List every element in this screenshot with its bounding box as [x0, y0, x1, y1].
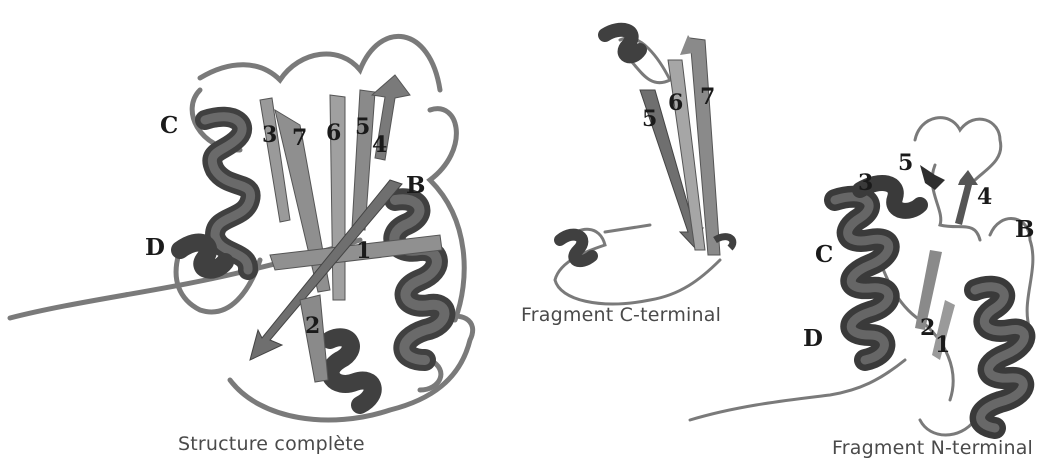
full-label-strand-5: 5: [355, 114, 370, 140]
c-terminal-panel: 5 6 7: [555, 30, 733, 304]
c-term-helix-bottom: [560, 235, 592, 262]
full-label-helix-b: B: [406, 172, 425, 199]
c-term-label-strand-6: 6: [668, 90, 683, 116]
n-term-label-strand-5: 5: [898, 150, 913, 176]
full-structure-panel: C D B 3 7 6 5 4 1 2: [10, 36, 473, 420]
full-top-loop: [200, 36, 440, 90]
n-term-label-helix-d: D: [803, 325, 823, 352]
c-term-mid-coil: [605, 225, 650, 232]
c-term-helix-top: [605, 30, 640, 57]
caption-n-terminal: Fragment N-terminal: [832, 437, 1033, 459]
full-label-strand-3: 3: [262, 122, 277, 148]
n-term-label-strand-2: 2: [920, 315, 935, 341]
n-term-label-helix-b: B: [1015, 216, 1034, 243]
full-label-strand-6: 6: [326, 120, 341, 146]
full-label-strand-2: 2: [305, 313, 320, 339]
full-right-loop: [430, 109, 464, 320]
full-label-strand-7: 7: [292, 125, 307, 151]
n-term-label-strand-4: 4: [977, 184, 992, 210]
full-label-helix-d: D: [145, 234, 165, 261]
n-term-label-strand-3: 3: [858, 170, 873, 196]
caption-full-structure: Structure complète: [178, 433, 365, 455]
c-term-label-strand-7: 7: [700, 84, 715, 110]
n-term-center-loop: [932, 165, 980, 240]
full-label-strand-1: 1: [356, 238, 371, 264]
n-term-strand-4: [955, 170, 978, 225]
caption-c-terminal: Fragment C-terminal: [521, 304, 721, 326]
full-helix-b: [394, 199, 444, 360]
n-term-bottom-loop: [920, 420, 975, 435]
n-term-label-helix-c: C: [815, 241, 833, 268]
n-term-helix-b: [975, 287, 1024, 428]
full-label-helix-c: C: [160, 112, 178, 139]
full-helix-a: [330, 337, 373, 405]
full-label-strand-4: 4: [372, 132, 387, 158]
n-term-helix-c: [835, 197, 889, 360]
n-terminal-panel: B C D 3 5 4 2 1: [690, 118, 1034, 435]
c-term-label-strand-5: 5: [642, 106, 657, 132]
n-term-label-strand-1: 1: [935, 332, 950, 358]
